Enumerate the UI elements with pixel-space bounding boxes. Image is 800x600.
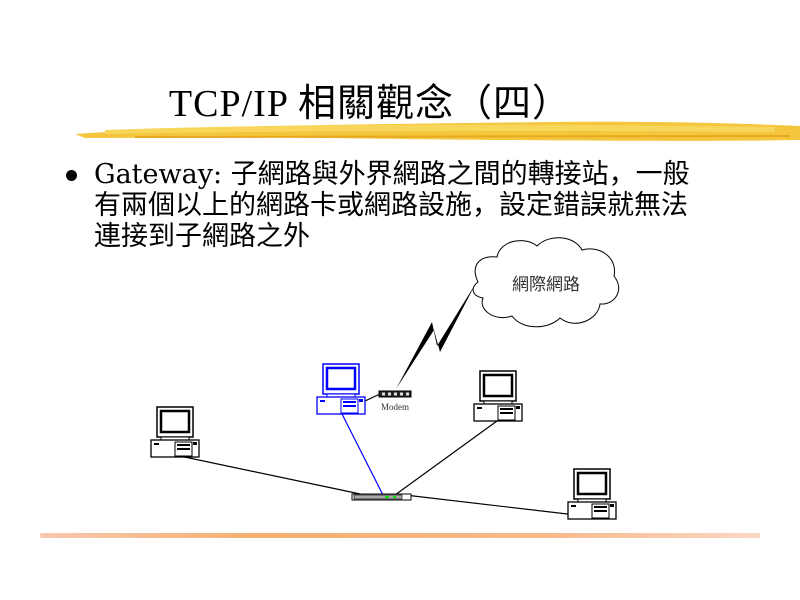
bottom-divider: [40, 533, 760, 538]
cable-top-right-pc: [394, 420, 498, 496]
bullet-line-3: 連接到子網路之外: [94, 221, 310, 252]
slide-title: TCP/IP 相關觀念（四）: [168, 83, 572, 125]
lightning-link-icon: [396, 283, 476, 389]
bullet-line-2: 有兩個以上的網路卡或網路設施，設定錯誤就無法: [94, 190, 688, 221]
internet-cloud-icon: [472, 237, 620, 328]
bullet-dot: [66, 170, 77, 181]
internet-cloud-label: 網際網路: [512, 275, 580, 295]
bullet-line-1: Gateway: 子網路與外界網路之間的轉接站，一般: [94, 159, 690, 190]
computer-left: [149, 405, 201, 459]
hub-icon: [351, 493, 412, 501]
title-brush-underline: [75, 121, 800, 141]
modem-label: Modem: [381, 402, 409, 412]
cable-bottom-right-pc: [404, 494, 594, 518]
cable-modem: [364, 393, 381, 402]
cable-left-pc: [174, 454, 366, 496]
modem-icon: [378, 390, 412, 398]
cable-gateway-pc: [340, 411, 384, 496]
computer-top-right: [472, 369, 524, 423]
computer-gateway: [315, 362, 367, 416]
computer-bottom-right: [566, 467, 618, 521]
